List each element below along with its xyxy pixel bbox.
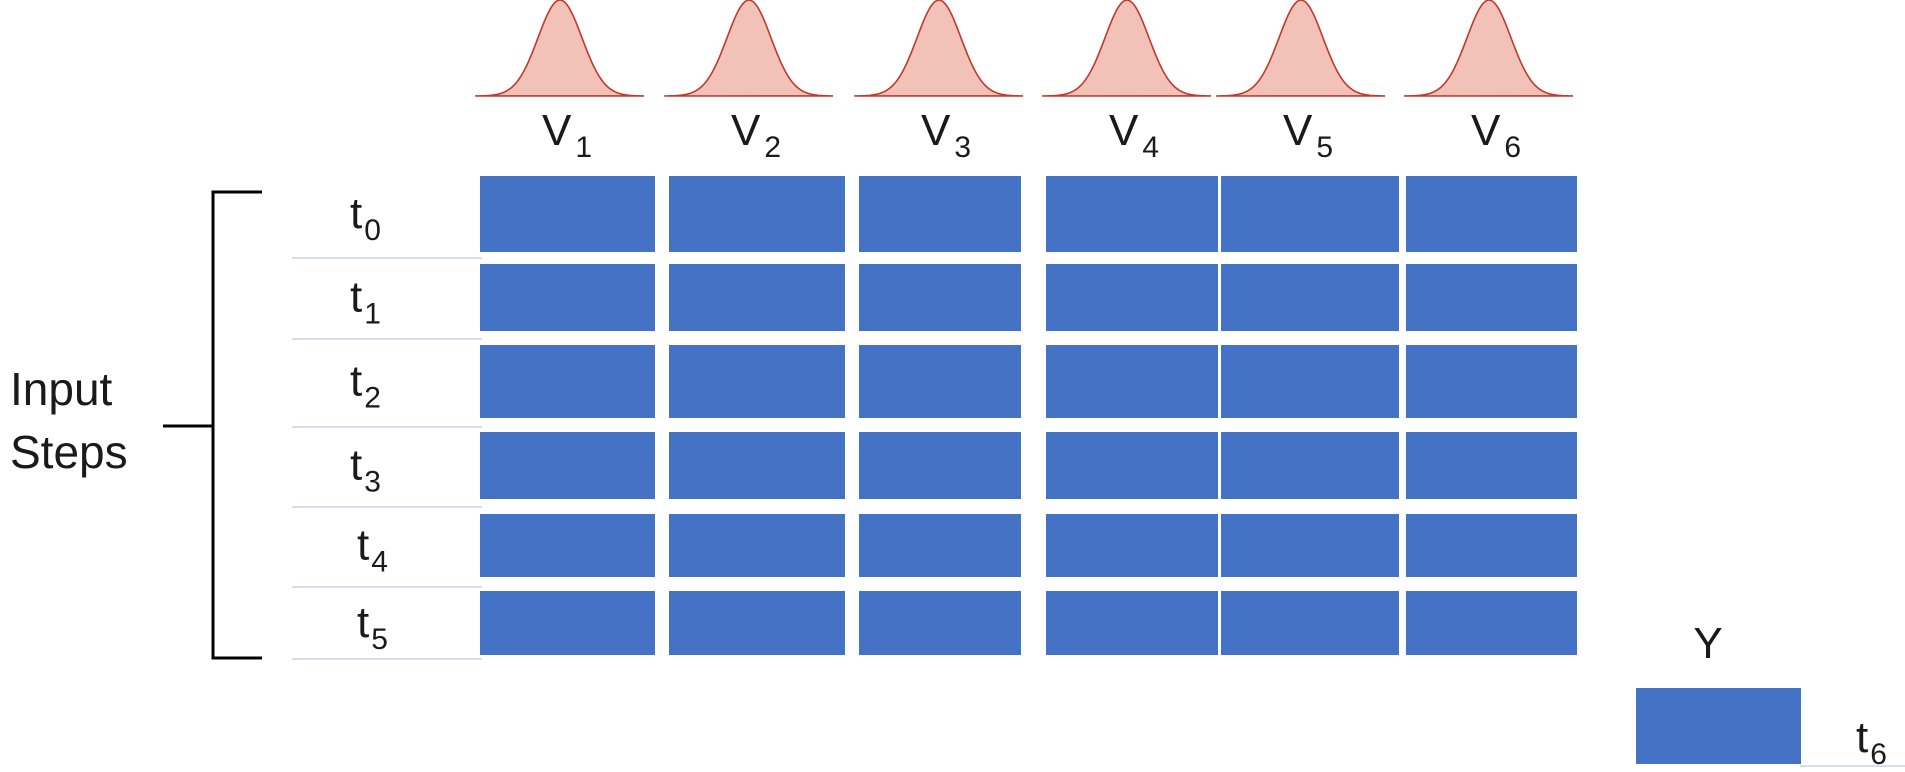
step-subscript: 0 (364, 214, 381, 247)
variable-letter: V (542, 106, 572, 155)
grid-cell (1046, 176, 1218, 252)
grid-cell (669, 264, 845, 331)
variable-letter: V (1283, 106, 1313, 155)
grid-cell (859, 264, 1021, 331)
grid-cell (669, 432, 845, 499)
input-label-line2: Steps (10, 426, 128, 478)
input-label-line1: Input (10, 363, 113, 415)
step-letter: t (357, 598, 369, 647)
variable-letter: V (1109, 106, 1139, 155)
target-step-subscript: 6 (1870, 738, 1887, 771)
variable-letter: V (731, 106, 761, 155)
variable-subscript: 1 (575, 131, 592, 164)
variable-subscript: 4 (1142, 131, 1159, 164)
grid-cell (1046, 591, 1218, 655)
grid-cell (669, 591, 845, 655)
grid-cell (1406, 432, 1577, 499)
distribution-curve (1042, 0, 1212, 97)
row-separator-lines (292, 257, 482, 660)
step-subscript: 1 (364, 298, 381, 331)
variable-letter: V (1471, 106, 1501, 155)
distribution-curve (1404, 0, 1574, 97)
grid-cell (1406, 591, 1577, 655)
grid-cell (669, 514, 845, 577)
grid-cell (859, 345, 1021, 418)
step-label: t3 (350, 441, 381, 499)
grid-cell (1221, 514, 1399, 577)
distribution-curve (854, 0, 1024, 97)
grid-cell (669, 345, 845, 418)
step-subscript: 5 (371, 623, 388, 656)
grid-cell (1046, 264, 1218, 331)
grid-cell (859, 176, 1021, 252)
distribution-curve (664, 0, 834, 97)
step-subscript: 2 (364, 382, 381, 415)
step-letter: t (350, 357, 362, 406)
variable-subscript: 5 (1316, 131, 1333, 164)
step-letter: t (350, 189, 362, 238)
step-label: t1 (350, 273, 381, 331)
distribution-curve (475, 0, 645, 97)
grid-cell (859, 591, 1021, 655)
step-label: t5 (357, 598, 388, 656)
step-letter: t (350, 441, 362, 490)
grid-cell (1046, 514, 1218, 577)
grid-cell (480, 264, 655, 331)
variable-subscript: 2 (764, 131, 781, 164)
grid-cell (1221, 432, 1399, 499)
grid-cell (480, 514, 655, 577)
grid-cell (1221, 345, 1399, 418)
grid-cell (1046, 432, 1218, 499)
grid-cell (480, 345, 655, 418)
grid-cell (1221, 264, 1399, 331)
variable-subscript: 3 (954, 131, 971, 164)
target-label: Y (1693, 619, 1722, 668)
target-step-label: t6 (1856, 713, 1887, 771)
input-steps-bracket (163, 190, 262, 660)
grid-cell (480, 176, 655, 252)
grid-cell (859, 514, 1021, 577)
target-cell (1636, 688, 1801, 764)
variable-letter: V (921, 106, 951, 155)
step-letter: t (357, 521, 369, 570)
grid-cell (1406, 514, 1577, 577)
distribution-curves (475, 0, 1574, 97)
step-label: t4 (357, 521, 388, 579)
target-step-letter: t (1856, 713, 1868, 762)
grid-cell (1221, 176, 1399, 252)
grid-cell (1406, 345, 1577, 418)
grid-cell (669, 176, 845, 252)
step-label: t2 (350, 357, 381, 415)
grid-cell (1406, 264, 1577, 331)
data-grid (480, 176, 1577, 655)
step-letter: t (350, 273, 362, 322)
step-subscript: 4 (371, 546, 388, 579)
grid-cell (480, 432, 655, 499)
step-subscript: 3 (364, 466, 381, 499)
grid-cell (480, 591, 655, 655)
grid-cell (1046, 345, 1218, 418)
grid-cell (1406, 176, 1577, 252)
step-label: t0 (350, 189, 381, 247)
grid-cell (859, 432, 1021, 499)
variable-subscript: 6 (1504, 131, 1521, 164)
grid-cell (1221, 591, 1399, 655)
distribution-curve (1216, 0, 1386, 97)
